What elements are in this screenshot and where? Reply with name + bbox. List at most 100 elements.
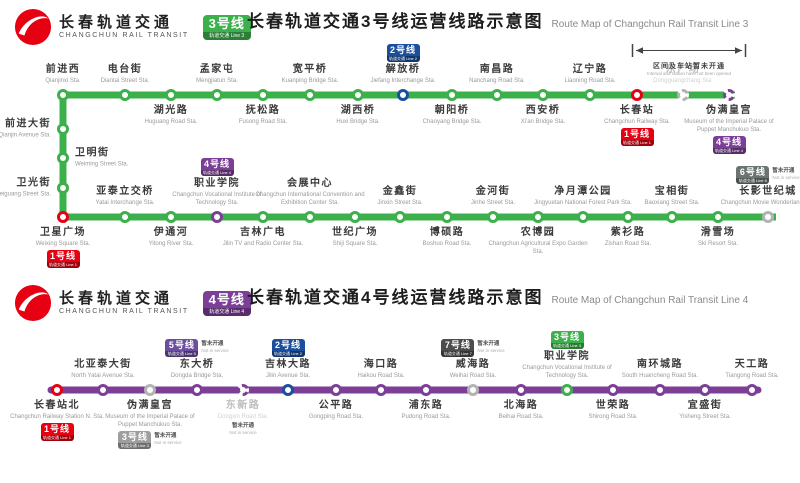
station-name-cn: 宝相街	[654, 186, 690, 197]
logo-cn: 长春轨道交通	[59, 290, 174, 307]
station-name-cn: 南昌路	[479, 64, 515, 75]
station-marker	[712, 211, 724, 223]
station-name-en: Weiguang Street Sta.	[0, 191, 51, 198]
transfer-badge-row: 4号线轨道交通 Line 4	[674, 136, 784, 154]
transfer-line-badge-label: 3号线	[553, 332, 580, 342]
station-name-cn: 孟家屯	[199, 64, 235, 75]
logo-text: 长春轨道交通 CHANGCHUN RAIL TRANSIT	[59, 14, 189, 40]
station-name-en: Kuanping Bridge Sta.	[281, 78, 339, 84]
transfer-line-badge-label: 3号线	[121, 432, 148, 442]
not-in-service-cn: 暂未开通	[477, 341, 500, 347]
transfer-line-badge: 2号线轨道交通 Line 2	[386, 44, 420, 62]
station-name-cn: 湖西桥	[340, 105, 376, 116]
station-name-cn: 威海路	[455, 359, 491, 370]
station-name-en: Ski Resort Sta.	[697, 241, 738, 247]
station-marker	[467, 384, 479, 396]
transfer-badge-row: 3号线轨道交通 Line 3	[512, 331, 622, 349]
station-name-en: Changchun Vocational Institute of Techno…	[522, 365, 612, 379]
transfer-line-badge-label: 5号线	[168, 340, 195, 350]
station-name-cn: 北海路	[503, 400, 539, 411]
station-marker	[537, 89, 549, 101]
transfer-line-badge-label: 7号线	[444, 340, 471, 350]
station-name-cn: 卫明街	[75, 147, 110, 159]
station-marker	[191, 384, 203, 396]
station-name-en: Shirong Road Sta.	[588, 414, 638, 420]
station-name-cn: 海口路	[363, 359, 399, 370]
transfer-line-badge-subtitle: 轨道交通 Line 4	[200, 170, 234, 176]
station-name-cn: 亚泰立交桥	[96, 186, 154, 197]
station-name-en: Liaoning Road Sta.	[564, 78, 616, 84]
transfer-line-badge-label: 4号线	[715, 137, 742, 147]
station-name-en: Jinxin Street Sta.	[377, 200, 423, 206]
station-name-en: Jinhe Street Sta.	[470, 200, 516, 206]
station-name-cn: 电台街	[107, 64, 143, 75]
station-name-en: Weihai Road Sta.	[449, 373, 497, 379]
station-name-en: North Yatai Avenue Sta.	[71, 373, 135, 379]
station-marker	[762, 211, 774, 223]
station-marker	[723, 89, 735, 101]
transfer-line-badge-subtitle: 轨道交通 Line 2	[386, 56, 420, 62]
line4-badge-label: 4号线	[208, 291, 245, 307]
station-marker	[699, 384, 711, 396]
logo-en: CHANGCHUN RAIL TRANSIT	[59, 32, 189, 39]
station-name-cn: 北亚泰大街	[74, 359, 132, 370]
station-name-en: Yitong River Sta.	[148, 241, 194, 247]
station-marker	[420, 384, 432, 396]
not-in-service-cn: 暂未开通	[154, 433, 177, 439]
station-name-cn: 长影世纪城	[739, 186, 797, 197]
station-name-en: Zishan Road Sta.	[604, 241, 652, 247]
transfer-line-badge-subtitle: 轨道交通 Line 7	[441, 351, 475, 357]
station-name-cn: 辽宁路	[572, 64, 608, 75]
station-name-en: Changchun Railway Sta.	[604, 119, 670, 125]
station-name-en: Museum of the Imperial Palace of Puppet …	[105, 414, 195, 428]
transfer-line-badge: 2号线轨道交通 Line 2	[271, 339, 305, 357]
station-marker	[51, 384, 63, 396]
station-name-cn: 前进大街	[5, 118, 51, 130]
station-label: 卫光街Weiguang Street Sta.	[0, 178, 51, 199]
line4-header-badge: 4号线 轨道交通 Line 4	[202, 290, 251, 316]
station-marker	[57, 152, 69, 164]
transfer-line-badge-subtitle: 轨道交通 Line 1	[620, 140, 654, 146]
station-marker	[487, 211, 499, 223]
station-name-cn: 滑雪场	[700, 227, 736, 238]
not-in-service-cn: 暂未开通	[201, 341, 224, 347]
station-name-en: South Huancheng Road Sta.	[621, 373, 699, 379]
station-name-cn: 朝阳桥	[434, 105, 470, 116]
station-name-cn: 会展中心	[287, 178, 333, 189]
station-name-en: Boshuo Road Sta.	[422, 241, 472, 247]
station-name-en: Weixing Square Sta.	[35, 241, 91, 247]
notice-bracket-arrows-icon	[631, 44, 747, 57]
line3-badge-label: 3号线	[208, 15, 245, 31]
transfer-line-badge: 5号线轨道交通 Line 5	[165, 339, 199, 357]
station-name-cn: 长春站北	[34, 400, 80, 411]
transfer-line-badge: 1号线轨道交通 Line 1	[46, 250, 80, 268]
station-label: 辽宁路 Liaoning Road Sta.	[535, 64, 645, 85]
station-marker	[491, 89, 503, 101]
not-in-service-en: Not in service	[201, 348, 229, 353]
station-marker	[282, 384, 294, 396]
